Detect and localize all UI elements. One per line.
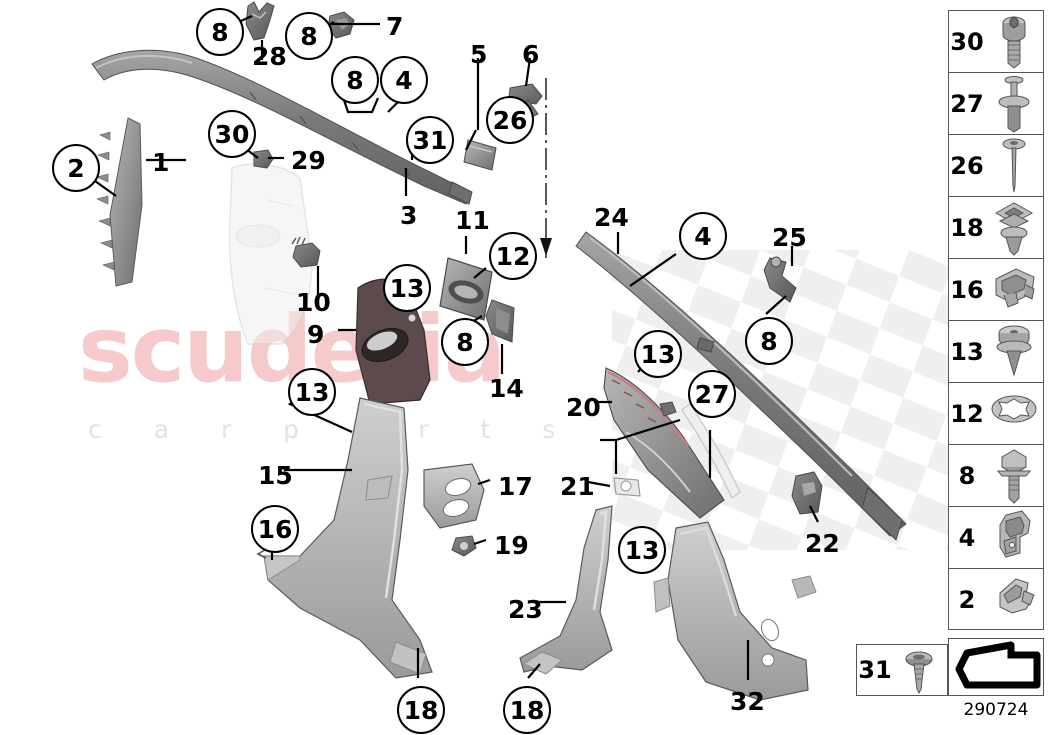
checkered-flag-watermark — [612, 250, 972, 550]
mushroom-head-clip-icon — [985, 321, 1043, 382]
callout-8-fastener[interactable]: 8 — [331, 56, 379, 104]
legend-row-30: 30 — [949, 11, 1043, 73]
callout-4-fastener[interactable]: 4 — [679, 212, 727, 260]
callout-11-part[interactable]: 11 — [455, 206, 490, 235]
callout-13-fastener[interactable]: 13 — [634, 330, 682, 378]
square-clip-nut-icon — [985, 197, 1043, 258]
callout-17-part[interactable]: 17 — [498, 472, 533, 501]
legend-row-12: 12 — [949, 383, 1043, 445]
callout-20-part[interactable]: 20 — [566, 393, 601, 422]
legend-row-2: 2 — [949, 569, 1043, 631]
callout-14-part[interactable]: 14 — [489, 374, 524, 403]
legend-number-27: 27 — [950, 89, 984, 118]
callout-13-fastener[interactable]: 13 — [383, 264, 431, 312]
spring-clip-icon — [985, 507, 1043, 568]
legend-number-16: 16 — [950, 275, 984, 304]
callout-13-fastener[interactable]: 13 — [288, 368, 336, 416]
callout-19-part[interactable]: 19 — [494, 531, 529, 560]
metal-bracket-clip-icon — [985, 259, 1043, 320]
callout-8-fastener[interactable]: 8 — [196, 8, 244, 56]
part-10-clip — [291, 236, 321, 268]
callout-26-fastener[interactable]: 26 — [486, 96, 534, 144]
callout-12-fastener[interactable]: 12 — [489, 232, 537, 280]
part-5-cover — [463, 139, 497, 171]
callout-30-fastener[interactable]: 30 — [208, 110, 256, 158]
part-27-seal — [681, 403, 741, 499]
callout-31-fastener[interactable]: 31 — [406, 116, 454, 164]
expanding-rivet-icon — [985, 73, 1043, 134]
legend-number-18: 18 — [950, 213, 984, 242]
legend-row-31: 31 — [856, 644, 948, 696]
part-28-clip — [245, 1, 275, 41]
part-24-roof-rail — [575, 231, 907, 541]
callout-24-part[interactable]: 24 — [594, 203, 629, 232]
legend-panel: 30 27 26 18 16 13 12 8 4 — [948, 10, 1044, 630]
part-22-clip — [791, 471, 823, 515]
direction-of-travel-arrow-icon — [955, 641, 1041, 689]
part-1-a-pillar-trim — [96, 117, 143, 287]
callout-28-part[interactable]: 28 — [252, 42, 287, 71]
callout-9-part[interactable]: 9 — [307, 320, 325, 349]
callout-6-part[interactable]: 6 — [522, 40, 540, 69]
pin-rivet-icon — [985, 135, 1043, 196]
callout-8-fastener[interactable]: 8 — [441, 318, 489, 366]
part-29-clip — [253, 149, 274, 169]
legend-row-8: 8 — [949, 445, 1043, 507]
callout-5-part[interactable]: 5 — [470, 40, 488, 69]
callout-7-part[interactable]: 7 — [386, 12, 404, 41]
callout-29-part[interactable]: 29 — [291, 146, 326, 175]
legend-row-27: 27 — [949, 73, 1043, 135]
part-23-sill-trim — [519, 505, 613, 675]
direction-arrow-box — [948, 638, 1044, 696]
part-14-bracket — [485, 299, 515, 343]
legend-row-26: 26 — [949, 135, 1043, 197]
retaining-clip-icon — [985, 569, 1043, 631]
legend-number-12: 12 — [950, 399, 984, 428]
part-19-clip — [451, 535, 477, 557]
socket-head-cap-screw-icon — [985, 11, 1043, 72]
callout-18-fastener[interactable]: 18 — [397, 686, 445, 734]
legend-number-4: 4 — [958, 523, 976, 552]
part-32-rear-pillar-panel — [653, 521, 817, 701]
legend-row-16: 16 — [949, 259, 1043, 321]
callout-15-part[interactable]: 15 — [258, 461, 293, 490]
callout-27-fastener[interactable]: 27 — [688, 370, 736, 418]
part-21-clip — [613, 477, 641, 497]
part-17-handle-trim — [423, 463, 485, 529]
legend-number-13: 13 — [950, 337, 984, 366]
callout-16-fastener[interactable]: 16 — [251, 505, 299, 553]
callout-18-fastener[interactable]: 18 — [503, 686, 551, 734]
callout-2-fastener[interactable]: 2 — [52, 144, 100, 192]
part-25-clip — [763, 256, 797, 303]
callout-13-fastener[interactable]: 13 — [618, 526, 666, 574]
legend-number-31: 31 — [858, 656, 892, 684]
callout-1-part[interactable]: 1 — [152, 148, 170, 177]
callout-8-fastener[interactable]: 8 — [285, 12, 333, 60]
star-washer-icon — [985, 383, 1043, 444]
legend-row-13: 13 — [949, 321, 1043, 383]
callout-22-part[interactable]: 22 — [805, 529, 840, 558]
watermark-tagline-text: c a r p a r t s — [88, 415, 578, 444]
legend-number-30: 30 — [950, 27, 984, 56]
part-11-grille — [439, 257, 493, 321]
callout-21-part[interactable]: 21 — [560, 472, 595, 501]
callout-3-part[interactable]: 3 — [400, 201, 418, 230]
legend-number-26: 26 — [950, 151, 984, 180]
pan-head-screw-icon — [893, 645, 947, 695]
drawing-number: 290724 — [963, 700, 1029, 720]
legend-row-18: 18 — [949, 197, 1043, 259]
legend-number-2: 2 — [958, 586, 976, 614]
callout-4-fastener[interactable]: 4 — [380, 56, 428, 104]
callout-8-fastener[interactable]: 8 — [745, 317, 793, 365]
hex-flange-bolt-icon — [985, 445, 1043, 506]
legend-row-4: 4 — [949, 507, 1043, 569]
callout-10-part[interactable]: 10 — [296, 288, 331, 317]
callout-23-part[interactable]: 23 — [508, 595, 543, 624]
legend-number-8: 8 — [958, 461, 976, 490]
callout-32-part[interactable]: 32 — [730, 687, 765, 716]
callout-25-part[interactable]: 25 — [772, 223, 807, 252]
